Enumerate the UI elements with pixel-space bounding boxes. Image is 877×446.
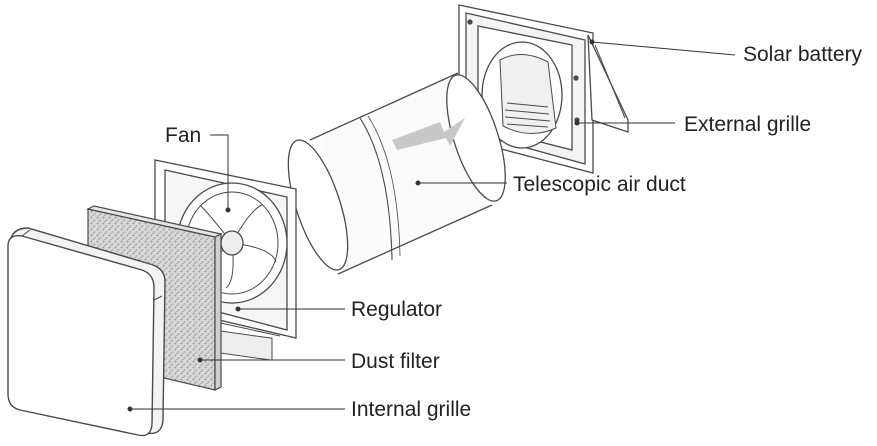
duct-far-end [446,74,506,202]
telescopic-air-duct [287,72,506,275]
leader-regulator-dot [235,306,241,312]
leader-lines [127,39,736,412]
leader-fan [210,134,229,210]
leader-internal-grille-dot [127,406,133,412]
duct-telescopic-seam [359,117,393,261]
label-external-grille: External grille [684,113,811,136]
leader-solar-battery [591,41,736,56]
leader-dust-filter-dot [197,357,203,363]
airflow-arrow [392,118,465,150]
regulator-board [219,330,273,361]
label-telescopic-air-duct: Telescopic air duct [513,173,686,196]
duct-top-edge [309,72,459,141]
leader-solar-battery-dot [589,39,595,45]
label-dust-filter: Dust filter [351,350,440,373]
duct-near-end [287,139,349,271]
label-internal-grille: Internal grille [351,398,471,421]
internal-grille-face [7,235,155,437]
solar-battery-panel [587,34,629,133]
fan-hub [220,230,244,256]
leader-telescopic-air-duct-dot [415,180,421,186]
component-labels: Solar battery External grille Fan Telesc… [165,43,863,421]
external-grille-tube [499,54,557,134]
label-solar-battery: Solar battery [743,43,863,66]
leader-fan-dot [225,207,231,213]
external-grille-louvers [504,102,551,128]
leader-external-grille-dot [574,120,580,126]
duct-bottom-edge [337,204,493,275]
internal-grille [7,227,166,437]
label-regulator: Regulator [351,298,442,321]
label-fan: Fan [165,124,201,147]
